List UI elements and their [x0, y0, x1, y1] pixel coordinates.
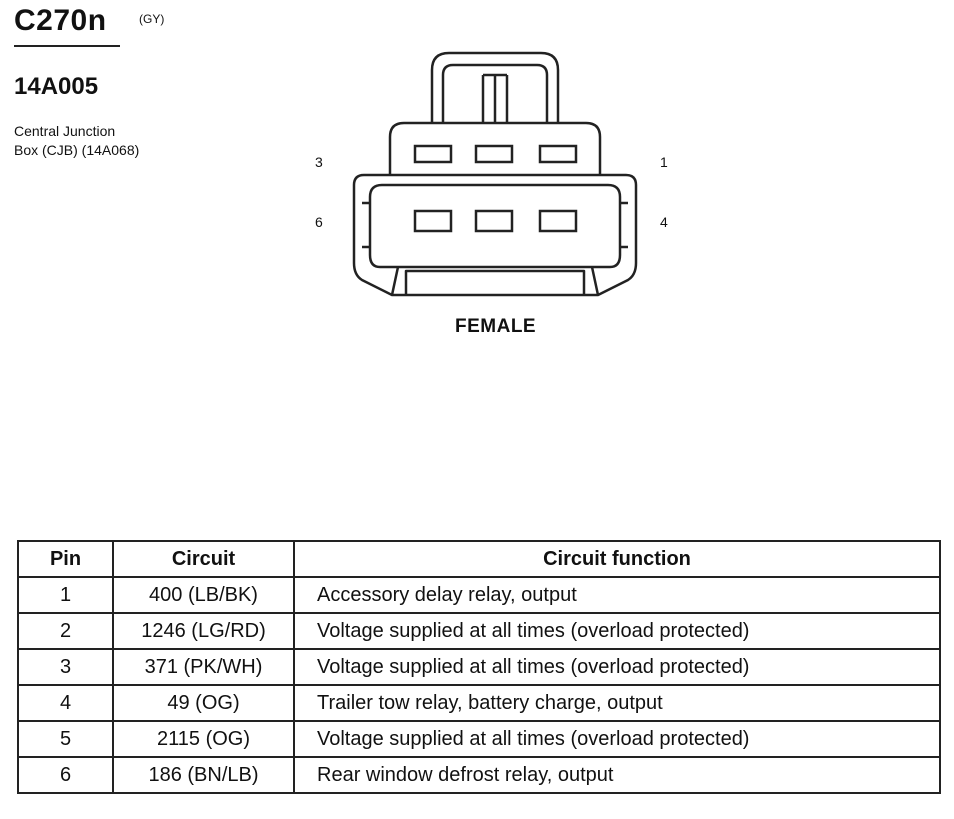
table-row: 3 371 (PK/WH) Voltage supplied at all ti… [17, 648, 941, 686]
connector-face-diagram [352, 51, 638, 297]
table-row: 1 400 (LB/BK) Accessory delay relay, out… [17, 576, 941, 614]
col-header-pin: Pin [17, 540, 114, 578]
location-line-2: Box (CJB) (14A068) [14, 142, 140, 158]
connector-gender: FEMALE [455, 316, 537, 337]
pin-cell: 2 [17, 612, 114, 650]
pin-cell: 1 [17, 576, 114, 614]
function-cell: Voltage supplied at all times (overload … [293, 612, 941, 650]
pin-label-bottom-right: 4 [660, 214, 668, 230]
col-header-function: Circuit function [293, 540, 941, 578]
table-row: 2 1246 (LG/RD) Voltage supplied at all t… [17, 612, 941, 650]
connector-latch [430, 51, 560, 123]
terminal-cavity-4 [538, 209, 578, 233]
function-cell: Voltage supplied at all times (overload … [293, 648, 941, 686]
pin-label-top-left: 3 [315, 154, 323, 170]
terminal-cavity-3 [413, 144, 453, 164]
title-underline [14, 45, 120, 47]
function-cell: Rear window defrost relay, output [293, 756, 941, 794]
side-grip-left [362, 201, 370, 249]
circuit-cell: 1246 (LG/RD) [112, 612, 295, 650]
connector-upper-body [388, 121, 602, 175]
part-number: 14A005 [14, 73, 99, 100]
connector-location: Central Junction Box (CJB) (14A068) [14, 122, 139, 160]
function-cell: Trailer tow relay, battery charge, outpu… [293, 684, 941, 722]
circuit-cell: 2115 (OG) [112, 720, 295, 758]
col-header-circuit: Circuit [112, 540, 295, 578]
terminal-cavity-6 [413, 209, 453, 233]
table-row: 6 186 (BN/LB) Rear window defrost relay,… [17, 756, 941, 794]
connector-body-inner [368, 183, 622, 269]
terminal-cavity-2 [474, 144, 514, 164]
function-cell: Voltage supplied at all times (overload … [293, 720, 941, 758]
table-header-row: Pin Circuit Circuit function [17, 540, 941, 578]
connector-latch-inner [441, 63, 549, 123]
pin-label-top-right: 1 [660, 154, 668, 170]
table-row: 4 49 (OG) Trailer tow relay, battery cha… [17, 684, 941, 722]
pin-cell: 6 [17, 756, 114, 794]
bottom-lock-tab [390, 266, 600, 296]
pinout-table: Pin Circuit Circuit function 1 400 (LB/B… [17, 540, 941, 794]
pin-cell: 3 [17, 648, 114, 686]
terminal-cavity-5 [474, 209, 514, 233]
side-grip-right [620, 201, 628, 249]
circuit-cell: 186 (BN/LB) [112, 756, 295, 794]
pin-cell: 4 [17, 684, 114, 722]
circuit-cell: 371 (PK/WH) [112, 648, 295, 686]
pin-label-bottom-left: 6 [315, 214, 323, 230]
circuit-cell: 49 (OG) [112, 684, 295, 722]
table-row: 5 2115 (OG) Voltage supplied at all time… [17, 720, 941, 758]
connector-color: (GY) [139, 12, 165, 26]
terminal-cavity-1 [538, 144, 578, 164]
circuit-cell: 400 (LB/BK) [112, 576, 295, 614]
pin-cell: 5 [17, 720, 114, 758]
connector-id: C270n [14, 4, 107, 37]
function-cell: Accessory delay relay, output [293, 576, 941, 614]
location-line-1: Central Junction [14, 123, 116, 139]
